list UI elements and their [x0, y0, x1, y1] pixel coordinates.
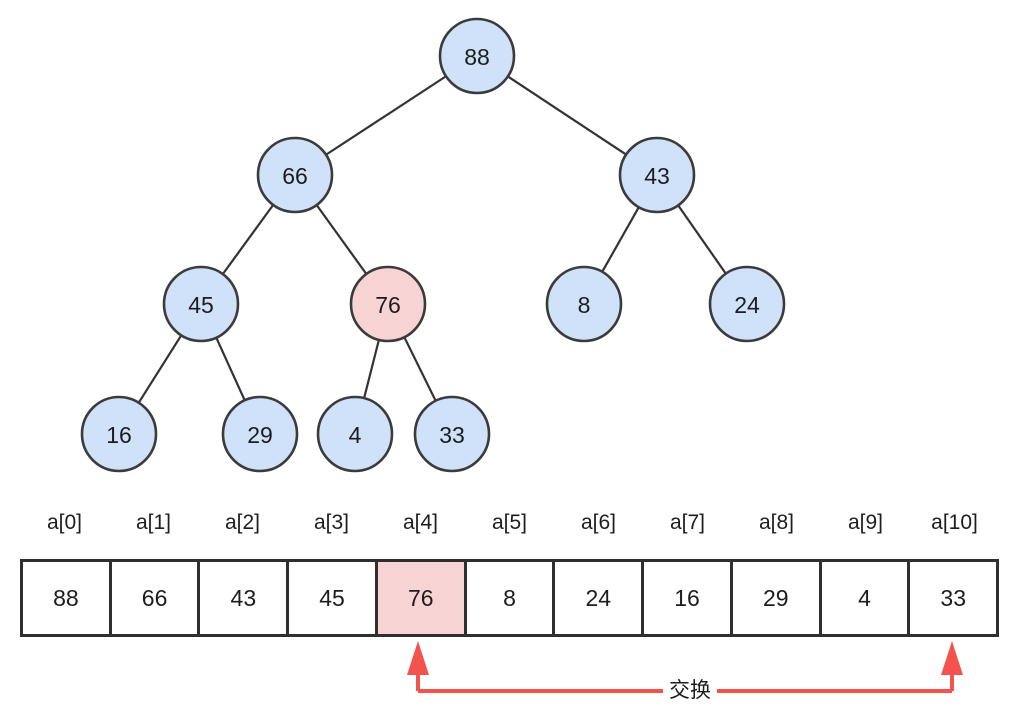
tree-node-circle[interactable] — [80, 395, 158, 473]
tree-node-value: 66 — [282, 163, 308, 189]
array-cell[interactable]: 24 — [555, 562, 645, 634]
tree-node-circle[interactable] — [256, 136, 334, 214]
swap-arrowhead-left-icon — [407, 641, 429, 675]
tree-node[interactable]: 76 — [349, 265, 427, 343]
array-cell[interactable]: 16 — [644, 562, 733, 634]
array-index-label: a[7] — [669, 511, 706, 534]
tree-edge — [315, 204, 368, 275]
array-index-label: a[2] — [224, 511, 261, 534]
array-index-label-row: a[0] a[1] a[2] a[3] a[4] a[5] a[6] a[7] a[8] a[9]… — [20, 505, 999, 541]
tree-node-circle[interactable] — [162, 265, 240, 343]
tree-node-circle[interactable] — [316, 395, 394, 473]
tree-node-value: 76 — [375, 292, 401, 318]
array-index-label: a[3] — [313, 511, 350, 534]
array-index-label: a[4] — [402, 511, 439, 534]
tree-node[interactable]: 24 — [708, 265, 786, 343]
tree-node-circle[interactable] — [221, 395, 299, 473]
tree-node[interactable]: 4 — [316, 395, 394, 473]
tree-node[interactable]: 43 — [618, 136, 696, 214]
tree-nodes: 88 66 43 45 76 8 24 16 29 4 33 — [80, 17, 786, 473]
tree-node[interactable]: 29 — [221, 395, 299, 473]
tree-edge — [221, 204, 275, 275]
tree-node-circle-highlighted[interactable] — [349, 265, 427, 343]
tree-node[interactable]: 8 — [545, 265, 623, 343]
tree-edge — [677, 204, 727, 275]
tree-node-circle[interactable] — [545, 265, 623, 343]
tree-node-circle[interactable] — [618, 136, 696, 214]
tree-node[interactable]: 88 — [438, 17, 516, 95]
tree-node[interactable]: 45 — [162, 265, 240, 343]
tree-node-value: 88 — [464, 44, 490, 70]
array-index-label: a[1] — [135, 511, 172, 534]
tree-node-value: 4 — [349, 422, 362, 448]
tree-edge — [325, 75, 447, 156]
tree-edge — [403, 336, 437, 402]
binary-tree-diagram: 88 66 43 45 76 8 24 16 29 4 33 — [80, 17, 786, 473]
tree-node-value: 45 — [188, 292, 214, 318]
tree-node-circle[interactable] — [438, 17, 516, 95]
tree-node[interactable]: 16 — [80, 395, 158, 473]
array-index-label: a[0] — [46, 511, 83, 534]
array-cell[interactable]: 4 — [821, 562, 911, 634]
tree-edge — [215, 337, 246, 401]
tree-edge — [137, 334, 183, 404]
array-cell[interactable]: 29 — [732, 562, 822, 634]
array-cell-highlighted[interactable]: 76 — [377, 562, 467, 634]
array-index-label: a[10] — [931, 511, 978, 534]
tree-node[interactable]: 66 — [256, 136, 334, 214]
array-cell[interactable]: 33 — [910, 562, 997, 634]
array-cell[interactable]: 66 — [111, 562, 201, 634]
tree-edge — [601, 206, 640, 273]
tree-node-circle[interactable] — [413, 395, 491, 473]
tree-node-value: 33 — [439, 422, 465, 448]
tree-node-value: 24 — [734, 292, 760, 318]
tree-node-value: 43 — [644, 163, 670, 189]
tree-node-circle[interactable] — [708, 265, 786, 343]
array-index-label: a[9] — [847, 511, 884, 534]
tree-edges — [137, 75, 727, 404]
tree-node-value: 16 — [106, 422, 132, 448]
array-cell[interactable]: 8 — [466, 562, 556, 634]
tree-edge — [507, 75, 627, 156]
array-index-label: a[8] — [758, 511, 795, 534]
tree-edge — [363, 339, 380, 399]
array-cell[interactable]: 88 — [23, 562, 112, 634]
tree-node[interactable]: 33 — [413, 395, 491, 473]
swap-annotation — [407, 641, 963, 693]
array-cell[interactable]: 43 — [200, 562, 290, 634]
swap-arrowhead-right-icon — [941, 641, 963, 675]
array-index-label: a[6] — [580, 511, 617, 534]
array-index-label: a[5] — [491, 511, 528, 534]
array-cell[interactable]: 45 — [289, 562, 378, 634]
swap-label: 交换 — [663, 678, 717, 704]
tree-node-value: 8 — [578, 292, 591, 318]
tree-node-value: 29 — [247, 422, 273, 448]
